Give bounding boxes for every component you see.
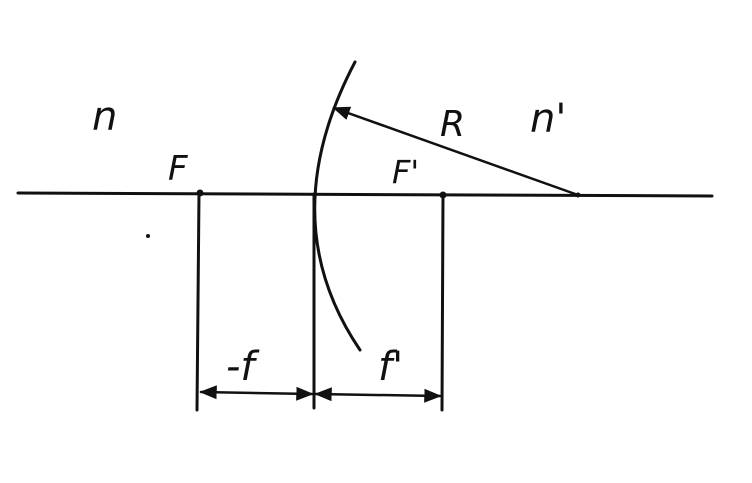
- radius-line: [332, 106, 580, 197]
- extension-line-f: [195, 191, 201, 412]
- dimension-arrow-image: [314, 387, 442, 403]
- optical-axis: [16, 191, 714, 198]
- dimension-arrow-object: [199, 385, 314, 401]
- refracting-surface: [313, 60, 362, 352]
- label-focal-image: f': [378, 344, 403, 390]
- extension-line-fprime: [440, 193, 445, 412]
- label-focus-image: F': [392, 153, 419, 191]
- label-focus-object: F: [168, 149, 188, 189]
- label-medium-left: n: [92, 94, 117, 140]
- label-medium-right: n': [530, 96, 566, 142]
- label-radius: R: [440, 104, 465, 145]
- label-focal-object: -f: [226, 344, 260, 390]
- speck: [146, 234, 150, 238]
- center-of-curvature: [575, 192, 581, 198]
